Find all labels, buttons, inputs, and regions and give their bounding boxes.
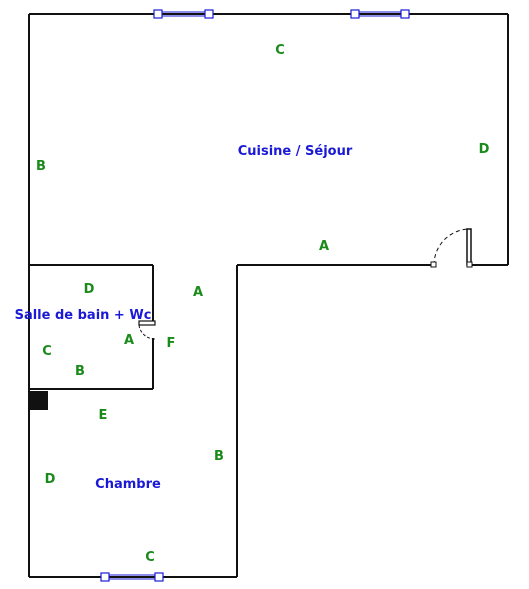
entrance-door-leaf — [466, 228, 472, 266]
bathroom-door-swing — [138, 324, 156, 340]
wall-letter-chambre-top: E — [99, 408, 108, 423]
entrance-door-swing — [433, 228, 471, 266]
wall-letter-sejour-top: C — [275, 43, 285, 58]
wall-letter-chambre-bottom: C — [145, 550, 155, 565]
wall-letter-sejour-right: D — [479, 142, 490, 157]
entrance-door — [430, 228, 473, 268]
window-bottom — [100, 572, 164, 582]
windows — [100, 9, 410, 582]
technical-duct — [30, 391, 48, 410]
wall-letter-door-leaf: F — [167, 336, 176, 351]
wall-letter-chambre-right: B — [214, 449, 224, 464]
window-top-right — [350, 9, 410, 19]
wall-letter-chambre-left: D — [45, 472, 56, 487]
wall-letter-sejour-left: B — [36, 159, 46, 174]
wall-letter-sdb-top: D — [84, 282, 95, 297]
walls — [28, 13, 509, 578]
bathroom-door-leaf — [138, 320, 156, 326]
wall-letter-sdb-bottom: B — [75, 364, 85, 379]
wall-letter-sdb-left: C — [42, 344, 52, 359]
room-label-sdb: Salle de bain + Wc — [15, 308, 152, 323]
wall-letter-hall: A — [193, 285, 203, 300]
wall-letter-sejour-bottom: A — [319, 239, 329, 254]
room-label-sejour: Cuisine / Séjour — [238, 144, 353, 159]
room-label-chambre: Chambre — [95, 477, 161, 492]
bathroom-door — [138, 320, 156, 340]
wall-letter-sdb-right: A — [124, 333, 134, 348]
window-top-left — [153, 9, 214, 19]
